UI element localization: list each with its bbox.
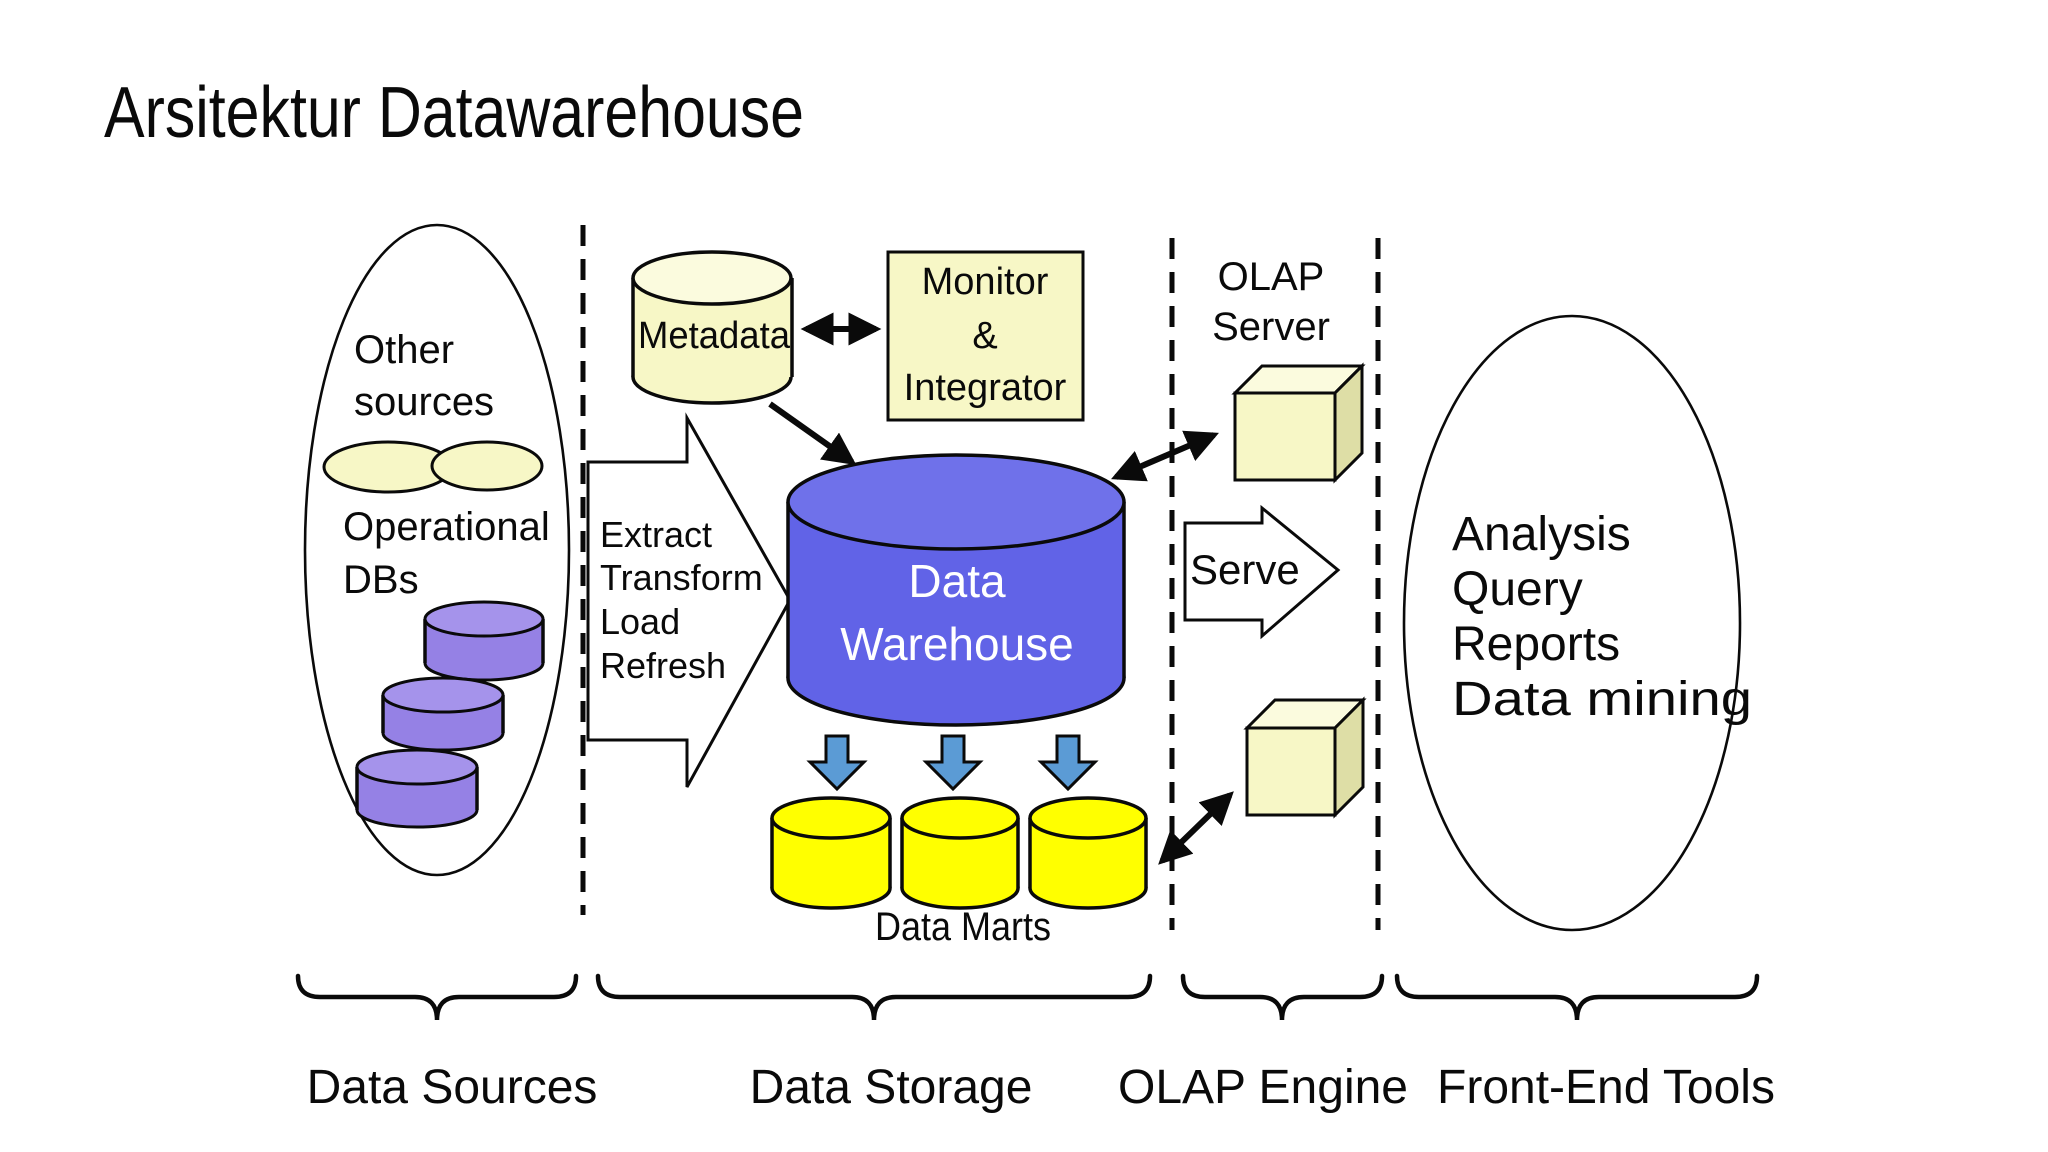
front-end-tools-ellipse [1402,314,1742,932]
data-mart-cylinder-3 [1028,796,1148,910]
cylinder-top [631,250,793,306]
warehouse-to-mart-arrow-1 [806,734,868,792]
metadata-cylinder [631,250,794,405]
etl-label-line1: Extract [600,514,712,555]
monitor-label-line1: Monitor [922,261,1049,303]
olap-engine-brace [1180,973,1385,1021]
front-end-tool-line2: Query [1452,563,1583,616]
front-end-tool-line1: Analysis [1452,508,1631,561]
cylinder-top [355,748,479,786]
db-cylinder-2 [381,676,505,752]
front-end-tools-section-label: Front-End Tools [1437,1061,1775,1114]
data-storage-brace [595,973,1153,1021]
other-sources-label-line1: Other [354,328,454,372]
marts-olap-arrow [1158,791,1234,865]
other-sources-label-line2: sources [354,380,494,424]
monitor-label-line3: Integrator [904,367,1067,409]
data-sources-section-label: Data Sources [307,1061,598,1114]
db-cylinder-1 [423,600,545,682]
data-warehouse-cylinder [786,453,1126,727]
cylinder-top [1028,796,1148,840]
warehouse-label-line2: Warehouse [840,618,1074,670]
monitor-label-line2: & [972,315,997,357]
db-cylinder-3 [355,748,479,829]
source-ellipse-right [430,440,544,492]
cylinder-top [786,453,1126,551]
metadata-warehouse-arrow [768,401,857,466]
cube-front-face [1233,391,1337,482]
data-marts-label: Data Marts [875,905,1051,949]
monitor-integrator-box [886,250,1085,422]
olap-engine-section-label: OLAP Engine [1118,1061,1408,1114]
etl-block-arrow [586,412,792,788]
warehouse-label-line1: Data [908,555,1006,607]
olap-server-label-line1: OLAP [1218,255,1325,299]
olap-server-label-line2: Server [1212,305,1330,349]
olap-cube-2 [1243,696,1367,819]
etl-label-line2: Transform [600,557,763,598]
data-storage-section-label: Data Storage [750,1061,1033,1114]
front-end-tool-line4: Data mining [1452,673,1752,726]
olap-cube-1 [1231,362,1366,484]
front-end-tool-line3: Reports [1452,618,1620,671]
front-end-tools-brace [1394,973,1760,1021]
serve-block-arrow [1183,504,1341,640]
etl-label-line4: Refresh [600,645,726,686]
operational-dbs-label-line1: Operational [343,505,550,549]
data-mart-cylinder-2 [900,796,1020,910]
cylinder-top [423,600,545,638]
page-title: Arsitektur Datawarehouse [104,73,804,153]
cube-front-face [1245,726,1337,817]
cylinder-top [381,676,505,714]
metadata-label: Metadata [638,315,791,357]
warehouse-to-mart-arrow-3 [1037,734,1099,792]
data-sources-brace [295,973,579,1021]
cylinder-top [900,796,1020,840]
warehouse-olap-arrow [1111,430,1219,482]
cylinder-top [770,796,892,840]
warehouse-to-mart-arrow-2 [922,734,984,792]
data-mart-cylinder-1 [770,796,892,910]
serve-label: Serve [1190,546,1300,593]
operational-dbs-label-line2: DBs [343,558,419,602]
etl-label-line3: Load [600,601,680,642]
